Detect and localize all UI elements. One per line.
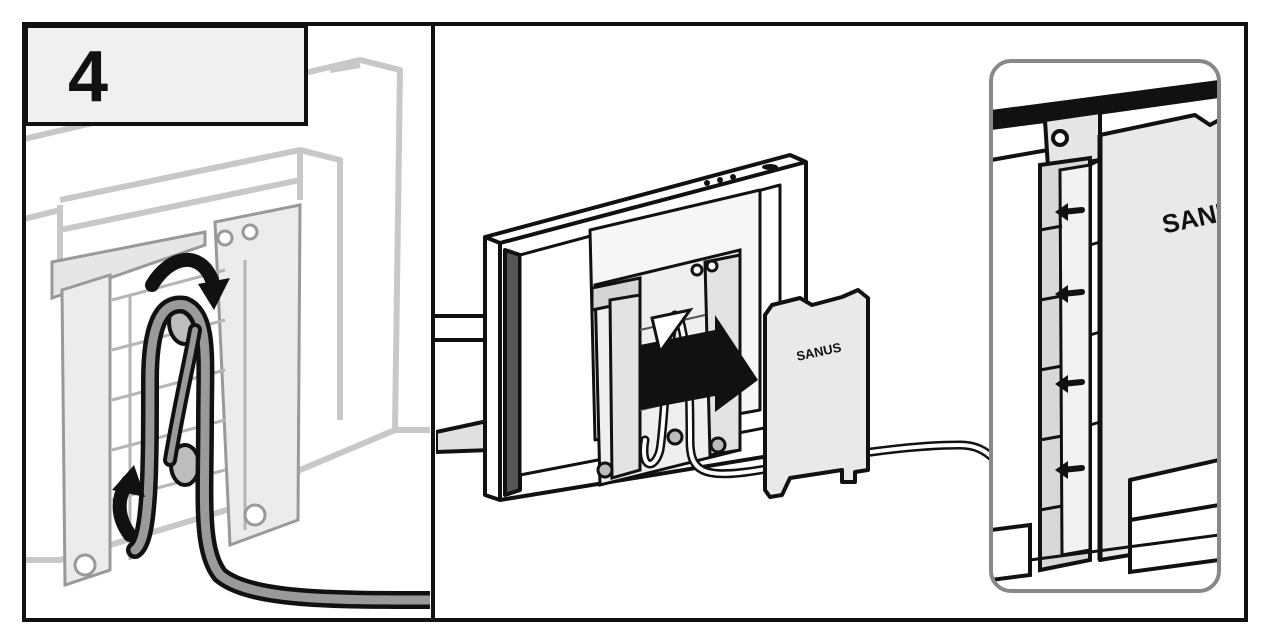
detail-top-rail	[991, 80, 1219, 170]
mounting-bracket	[50, 203, 302, 588]
outer-frame	[22, 22, 1248, 622]
left-panel	[26, 57, 430, 609]
detail-cable-cover: SANU	[1089, 113, 1219, 562]
power-cable	[126, 295, 430, 609]
detail-inset-border	[989, 59, 1221, 593]
detail-bracket	[1038, 155, 1092, 573]
step-number: 4	[68, 37, 109, 117]
step-number-box: 4	[24, 24, 308, 126]
arrow-right-icon	[640, 307, 758, 412]
detail-inset: SANU	[989, 59, 1221, 593]
curved-arrow-icon	[145, 253, 230, 310]
cable-cover: SANUS	[763, 288, 870, 499]
arrow-left-icon	[1055, 203, 1085, 479]
detail-bottom-rail	[991, 502, 1219, 583]
curved-arrow-icon	[112, 465, 145, 542]
middle-panel: SANUS	[436, 153, 1000, 502]
